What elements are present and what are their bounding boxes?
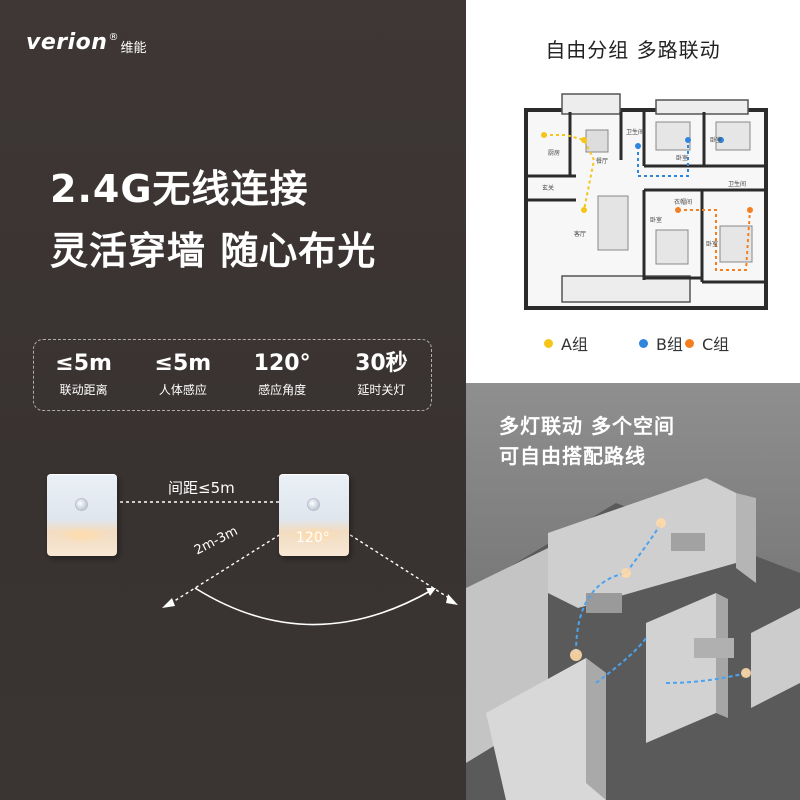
room-bath-1: 卫生间 xyxy=(626,128,644,136)
left-range-line xyxy=(167,521,301,606)
registered-mark: ® xyxy=(108,32,119,43)
bed-1 xyxy=(655,121,691,151)
room-bedroom-1: 卧室 xyxy=(676,154,688,162)
light-spot xyxy=(570,649,582,661)
scene-title-line-2: 可自由搭配路线 xyxy=(499,444,646,468)
group-a-path xyxy=(544,134,596,211)
scene-illustration xyxy=(466,478,800,800)
room-bath-2: 卫生间 xyxy=(728,180,746,188)
link-arc-3 xyxy=(595,637,647,684)
light-glow xyxy=(55,526,109,544)
sensor-icon xyxy=(75,498,88,511)
floorplan-title: 自由分组 多路联动 xyxy=(545,38,721,62)
bed-2 xyxy=(694,638,734,658)
brand-logo: verion ® 维能 xyxy=(26,30,146,56)
step-light-device-2 xyxy=(279,474,349,556)
scene-title-line-1: 多灯联动 多个空间 xyxy=(499,414,675,438)
front-wall-2 xyxy=(646,593,716,743)
feature-panel: verion ® 维能 2.4G无线连接 灵活穿墙 随心布光 ≤5m 联动距离 … xyxy=(0,0,466,800)
room-living: 客厅 xyxy=(574,230,586,238)
arc-arrow-icon xyxy=(426,588,436,596)
spec-value: ≤5m xyxy=(55,351,112,376)
legend-group-b: B组 xyxy=(639,331,683,355)
legend-label: B组 xyxy=(656,335,683,354)
sensing-diagram xyxy=(120,501,458,626)
distance-label: 间距≤5m xyxy=(168,479,235,497)
group-c-path xyxy=(678,209,751,271)
spec-sensing-angle: 120° 感应角度 xyxy=(233,340,332,410)
room-bedroom-2: 卧室 xyxy=(710,136,722,144)
left-arrow-icon xyxy=(162,598,175,608)
room-bedroom-3: 卧室 xyxy=(650,216,662,224)
light-spot xyxy=(621,568,631,578)
room-dining: 餐厅 xyxy=(596,157,608,165)
legend-group-a: A组 xyxy=(544,331,588,355)
brand-chinese-name: 维能 xyxy=(120,41,147,56)
step-light-device-1 xyxy=(47,474,117,556)
spec-link-distance: ≤5m 联动距离 xyxy=(34,340,133,410)
room-closet: 衣帽间 xyxy=(674,198,692,206)
angle-label: 120° xyxy=(296,530,330,546)
spec-label: 人体感应 xyxy=(158,383,207,397)
light-spot xyxy=(741,668,751,678)
sensor-icon xyxy=(307,498,320,511)
legend-dot-b xyxy=(639,338,648,348)
spec-delay-off: 30秒 延时关灯 xyxy=(332,340,431,410)
spec-value: ≤5m xyxy=(154,351,212,376)
spec-label: 延时关灯 xyxy=(357,383,406,397)
brand-name: verion xyxy=(26,30,108,55)
right-arrow-icon xyxy=(446,594,458,605)
range-arc xyxy=(194,587,433,626)
bed-4 xyxy=(719,225,753,263)
bed-3 xyxy=(655,229,689,265)
bed-2 xyxy=(715,121,751,151)
bed xyxy=(671,533,705,551)
light-spot xyxy=(656,518,666,528)
legend-dot-c xyxy=(685,338,694,348)
room-entry: 玄关 xyxy=(542,184,554,192)
floorplan-panel: 自由分组 多路联动 xyxy=(466,0,800,383)
spec-box: ≤5m 联动距离 ≤5m 人体感应 120° 感应角度 30秒 延时关灯 xyxy=(33,339,432,411)
spec-value: 120° xyxy=(253,351,311,376)
sofa xyxy=(597,195,629,251)
spec-value: 30秒 xyxy=(355,351,408,376)
front-wall-1 xyxy=(486,658,606,800)
group-b-path xyxy=(637,140,689,177)
legend-dot-a xyxy=(544,338,553,348)
spec-body-sensing: ≤5m 人体感应 xyxy=(133,340,232,410)
right-range-line xyxy=(329,521,453,601)
table xyxy=(586,593,622,613)
link-arc-1 xyxy=(575,572,627,654)
balcony-bottom xyxy=(561,275,691,303)
room-bedroom-4: 卧室 xyxy=(706,240,718,248)
balcony-top xyxy=(561,93,621,115)
link-arc-4 xyxy=(665,672,747,684)
headline-wireless: 2.4G无线连接 xyxy=(50,167,309,211)
headline-through-wall: 灵活穿墙 随心布光 xyxy=(50,229,377,273)
balcony-top-right xyxy=(655,99,749,115)
front-wall-3 xyxy=(751,608,800,708)
back-wall xyxy=(548,478,736,608)
light-glow xyxy=(287,526,341,544)
floorplan-diagram: 厨房 餐厅 玄关 客厅 卫生间 卫生间 卧室 卧室 卧室 卧室 衣帽间 xyxy=(524,93,768,310)
spec-label: 感应角度 xyxy=(258,383,307,397)
spec-label: 联动距离 xyxy=(59,383,108,397)
legend-label: C组 xyxy=(702,335,730,354)
scene-panel: 多灯联动 多个空间 可自由搭配路线 xyxy=(466,383,800,800)
legend-group-c: C组 xyxy=(685,331,729,355)
legend-label: A组 xyxy=(561,335,588,354)
room-kitchen: 厨房 xyxy=(548,149,560,157)
